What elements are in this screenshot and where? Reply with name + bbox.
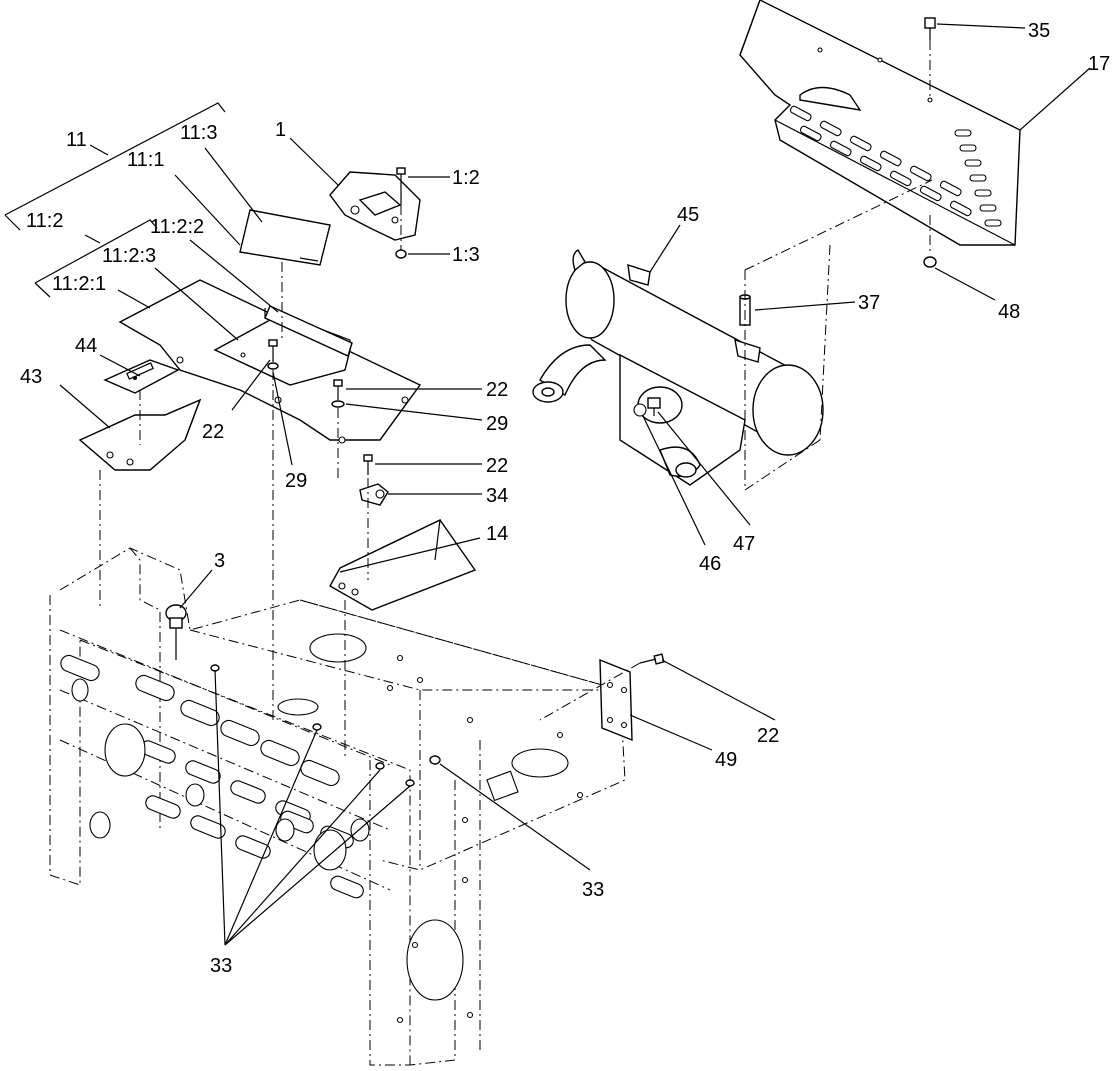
gasket-46 — [633, 403, 647, 417]
bolt-22-a — [268, 339, 278, 362]
angle-bracket-11-2-2 — [264, 305, 353, 357]
callout-14: 14 — [486, 523, 508, 545]
callout-11-2: 11:2 — [26, 210, 63, 232]
callout-1: 1 — [275, 119, 286, 141]
callout-43: 43 — [20, 366, 42, 388]
callout-11-2-3: 11:2:3 — [102, 245, 156, 267]
callout-22-d: 22 — [757, 725, 779, 747]
bolt-22-d — [639, 653, 665, 665]
callout-11-3: 11:3 — [180, 122, 217, 144]
callout-45: 45 — [677, 204, 699, 226]
decal-44 — [103, 359, 180, 394]
callout-22-c: 22 — [486, 455, 508, 477]
callout-1-2: 1:2 — [452, 167, 480, 189]
decal-11-3 — [239, 209, 331, 266]
callout-48: 48 — [998, 301, 1020, 323]
bolt-22-b — [333, 379, 343, 400]
nut-48 — [923, 256, 937, 268]
callout-47: 47 — [733, 533, 755, 555]
shield-vent-slots — [789, 105, 1002, 227]
washer-29-a — [267, 362, 279, 370]
bracket-14 — [329, 518, 477, 611]
nut-1-3 — [395, 249, 407, 259]
washer-29-b — [331, 400, 345, 408]
callout-33-a: 33 — [210, 955, 232, 977]
heat-shield-1 — [329, 171, 421, 241]
callout-11-2-2: 11:2:2 — [150, 216, 204, 238]
callout-11-1: 11:1 — [127, 149, 164, 171]
callout-labels: 11 11:3 11:1 11:2 11:2:2 11:2:3 11:2:1 1… — [20, 20, 1110, 977]
callout-33-b: 33 — [582, 879, 604, 901]
callout-11: 11 — [66, 129, 87, 151]
bolt-35 — [924, 17, 936, 40]
callout-44: 44 — [75, 335, 97, 357]
callout-46: 46 — [699, 553, 721, 575]
callout-37: 37 — [858, 292, 880, 314]
bolt-47 — [647, 397, 661, 416]
muffler-45 — [532, 249, 824, 486]
screw-1-2 — [396, 167, 406, 205]
isolator-3 — [165, 604, 187, 660]
callout-17: 17 — [1088, 53, 1110, 75]
callout-22-a: 22 — [202, 421, 224, 443]
callout-34: 34 — [486, 485, 508, 507]
plate-49 — [599, 658, 633, 742]
nuts-33 — [210, 664, 441, 787]
alignment-lines — [99, 40, 933, 760]
callout-22-b: 22 — [486, 379, 508, 401]
callout-35: 35 — [1028, 20, 1050, 42]
callout-49: 49 — [715, 749, 737, 771]
callout-29-a: 29 — [285, 470, 307, 492]
callout-11-2-1: 11:2:1 — [52, 273, 106, 295]
callout-29-b: 29 — [486, 413, 508, 435]
frame-assembly — [49, 547, 626, 1066]
callout-3: 3 — [214, 550, 225, 572]
leader-lines — [4, 23, 1091, 946]
frame-slots — [60, 654, 364, 899]
clamp-34 — [359, 483, 389, 506]
bolt-22-c — [363, 454, 373, 475]
callout-1-3: 1:3 — [452, 244, 480, 266]
heat-shield-17 — [739, 0, 1021, 246]
